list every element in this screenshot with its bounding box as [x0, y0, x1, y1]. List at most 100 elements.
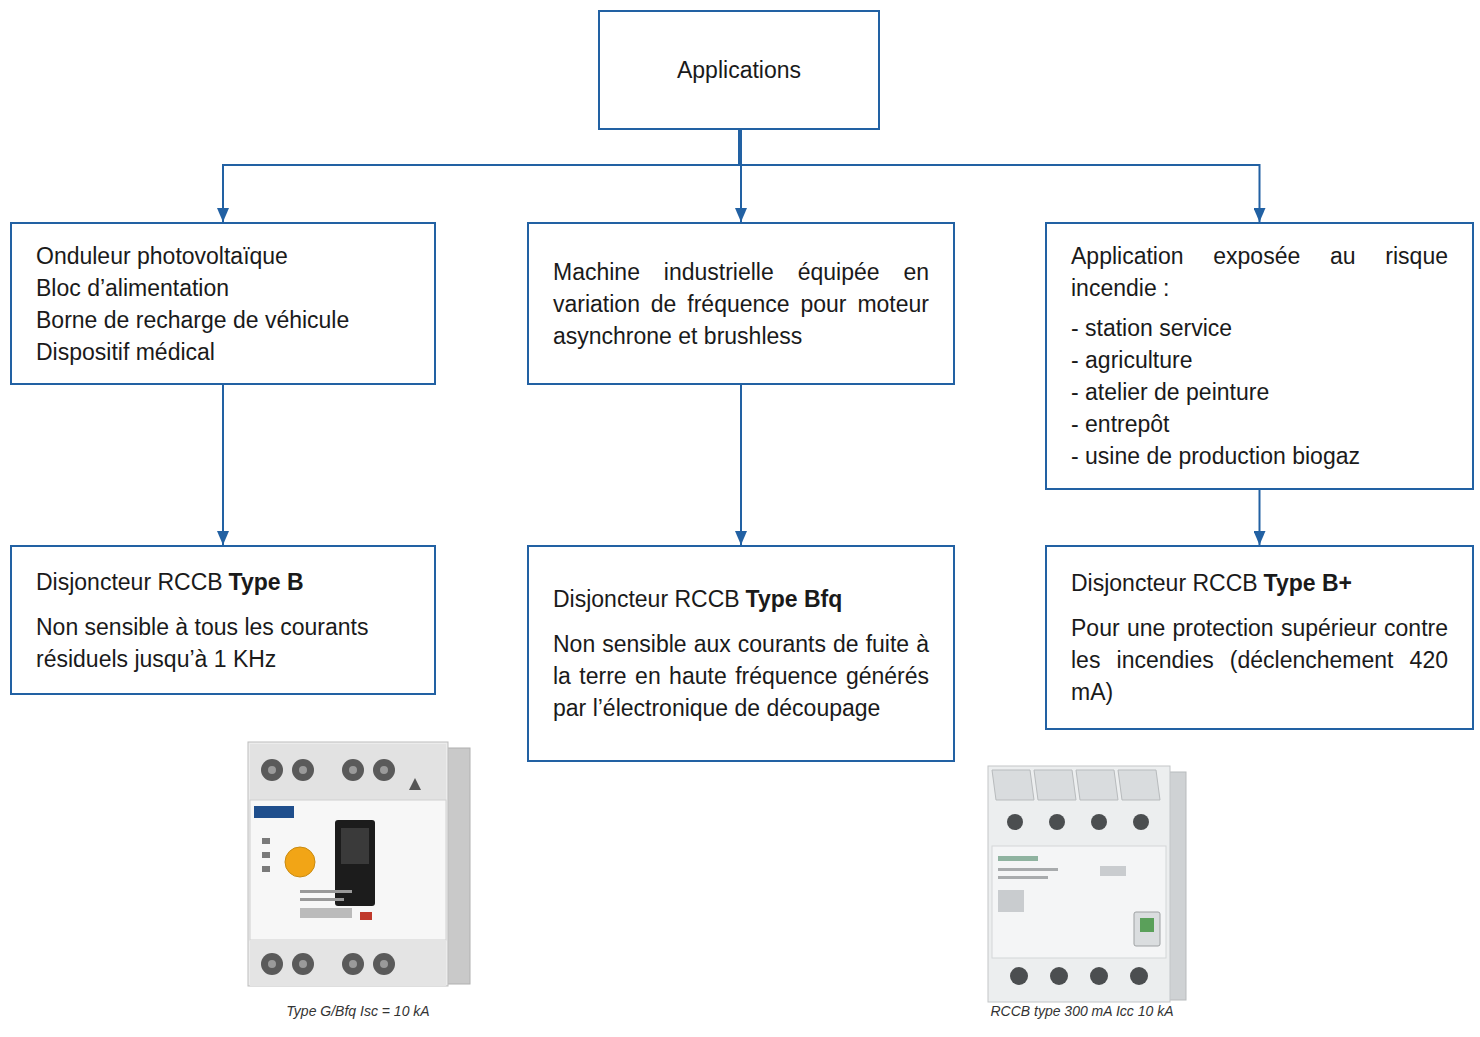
connector-arrow: [740, 130, 742, 222]
box-text: Bloc d’alimentation: [36, 272, 410, 304]
box-content: Disjoncteur RCCBType BfqNon sensible aux…: [553, 583, 929, 724]
image-caption: Type G/Bfq Isc = 10 kA: [208, 1002, 508, 1020]
eaton-rccb-picture: [248, 742, 470, 986]
illustration-detail: [998, 876, 1048, 879]
illustration-detail: [261, 759, 283, 781]
illustration-detail: [1100, 866, 1126, 876]
box-content: Onduleur photovoltaïqueBloc d’alimentati…: [36, 240, 410, 368]
illustration-detail: [1133, 814, 1149, 830]
illustration-detail: [998, 868, 1058, 871]
box-content: Machine industrielle équipée en variatio…: [553, 256, 929, 352]
illustration-detail: [292, 953, 314, 975]
illustration-detail: [1130, 967, 1148, 985]
illustration-detail: [1118, 770, 1160, 800]
connector-arrow: [740, 385, 742, 545]
illustration-detail: [341, 828, 369, 864]
breaker-type: Type B: [229, 569, 304, 595]
illustration-detail: [254, 806, 294, 818]
breaker-type: Type B+: [1264, 570, 1352, 596]
breaker-heading: Disjoncteur RCCB: [553, 586, 740, 612]
illustration-detail: [1076, 770, 1118, 800]
list-item: - atelier de peinture: [1071, 376, 1448, 408]
illustration-detail: [250, 940, 446, 986]
connector-arrow: [222, 385, 224, 545]
illustration-detail: [300, 898, 344, 901]
illustration-detail: [1134, 912, 1160, 946]
illustration-detail: [349, 766, 357, 774]
breaker-description: Pour une protection supérieur contre les…: [1071, 612, 1448, 708]
illustration-detail: [1050, 967, 1068, 985]
illustration-detail: [250, 744, 446, 800]
list-item: - station service: [1071, 312, 1448, 344]
breaker-box: Disjoncteur RCCBType B Non sensible à tou…: [10, 545, 436, 695]
illustration-detail: [335, 820, 375, 906]
illustration-detail: [409, 778, 421, 790]
illustration-detail: [261, 953, 283, 975]
illustration-detail: [268, 960, 276, 968]
illustration-detail: [380, 960, 388, 968]
breaker-heading: Disjoncteur RCCB: [36, 569, 223, 595]
illustration-detail: [342, 759, 364, 781]
list-item: - agriculture: [1071, 344, 1448, 376]
illustration-detail: [1049, 814, 1065, 830]
illustration-detail: [1007, 814, 1023, 830]
illustration-detail: [992, 846, 1166, 958]
image-caption: RCCB type 300 mA Icc 10 kA: [932, 1002, 1232, 1020]
illustration-detail: [380, 766, 388, 774]
illustration-detail: [373, 759, 395, 781]
illustration-detail: [1010, 967, 1028, 985]
illustration-detail: [299, 960, 307, 968]
illustration-detail: [1034, 770, 1076, 800]
illustration-detail: [300, 890, 352, 893]
box-text: Onduleur photovoltaïque: [36, 240, 410, 272]
root-box: Applications: [598, 10, 880, 130]
illustration-detail: [262, 866, 270, 872]
connector-arrow: [1259, 490, 1261, 545]
application-box: Application exposée au risque incendie :…: [1045, 222, 1474, 490]
illustration-detail: [1140, 918, 1154, 932]
illustration-detail: [1091, 814, 1107, 830]
list-heading: Application exposée au risque incendie :: [1071, 240, 1448, 304]
box-text: Machine industrielle équipée en variatio…: [553, 256, 929, 352]
illustration-detail: [446, 748, 470, 984]
illustration-detail: [262, 838, 270, 844]
connector-arrow: [739, 130, 1260, 222]
siemens-rccb-picture: [988, 766, 1186, 1002]
list-item: - usine de production biogaz: [1071, 440, 1448, 472]
illustration-detail: [373, 953, 395, 975]
box-text: Dispositif médical: [36, 336, 410, 368]
breaker-type: Type Bfq: [746, 586, 843, 612]
breaker-box: Disjoncteur RCCBType B+ Pour une protecti…: [1045, 545, 1474, 730]
box-content: Disjoncteur RCCBType B Non sensible à tou…: [36, 566, 410, 675]
illustration-detail: [342, 953, 364, 975]
illustration-detail: [998, 890, 1024, 912]
illustration-detail: [299, 766, 307, 774]
illustration-detail: [1168, 772, 1186, 1000]
breaker-description: Non sensible aux courants de fuite à la …: [553, 628, 929, 724]
breaker-heading: Disjoncteur RCCB: [1071, 570, 1258, 596]
illustration-detail: [268, 766, 276, 774]
illustration-detail: [988, 766, 1170, 1002]
illustration-detail: [360, 912, 372, 920]
connector-arrow: [223, 130, 739, 222]
box-content: Disjoncteur RCCBType B+ Pour une protecti…: [1071, 567, 1448, 708]
illustration-detail: [992, 770, 1034, 800]
box-text: Borne de recharge de véhicule: [36, 304, 410, 336]
illustration-detail: [248, 742, 448, 986]
application-box: Machine industrielle équipée en variatio…: [527, 222, 955, 385]
illustration-detail: [998, 856, 1038, 861]
illustration-detail: [300, 908, 352, 918]
application-box: Onduleur photovoltaïqueBloc d’alimentati…: [10, 222, 436, 385]
illustration-detail: [285, 847, 315, 877]
box-text: Applications: [624, 54, 854, 86]
breaker-box: Disjoncteur RCCBType BfqNon sensible aux…: [527, 545, 955, 762]
breaker-description: Non sensible à tous les courants résidue…: [36, 611, 410, 675]
box-content: Applications: [624, 54, 854, 86]
illustration-detail: [250, 800, 446, 940]
illustration-detail: [1090, 967, 1108, 985]
illustration-detail: [292, 759, 314, 781]
box-content: Application exposée au risque incendie :…: [1071, 240, 1448, 472]
list-item: - entrepôt: [1071, 408, 1448, 440]
